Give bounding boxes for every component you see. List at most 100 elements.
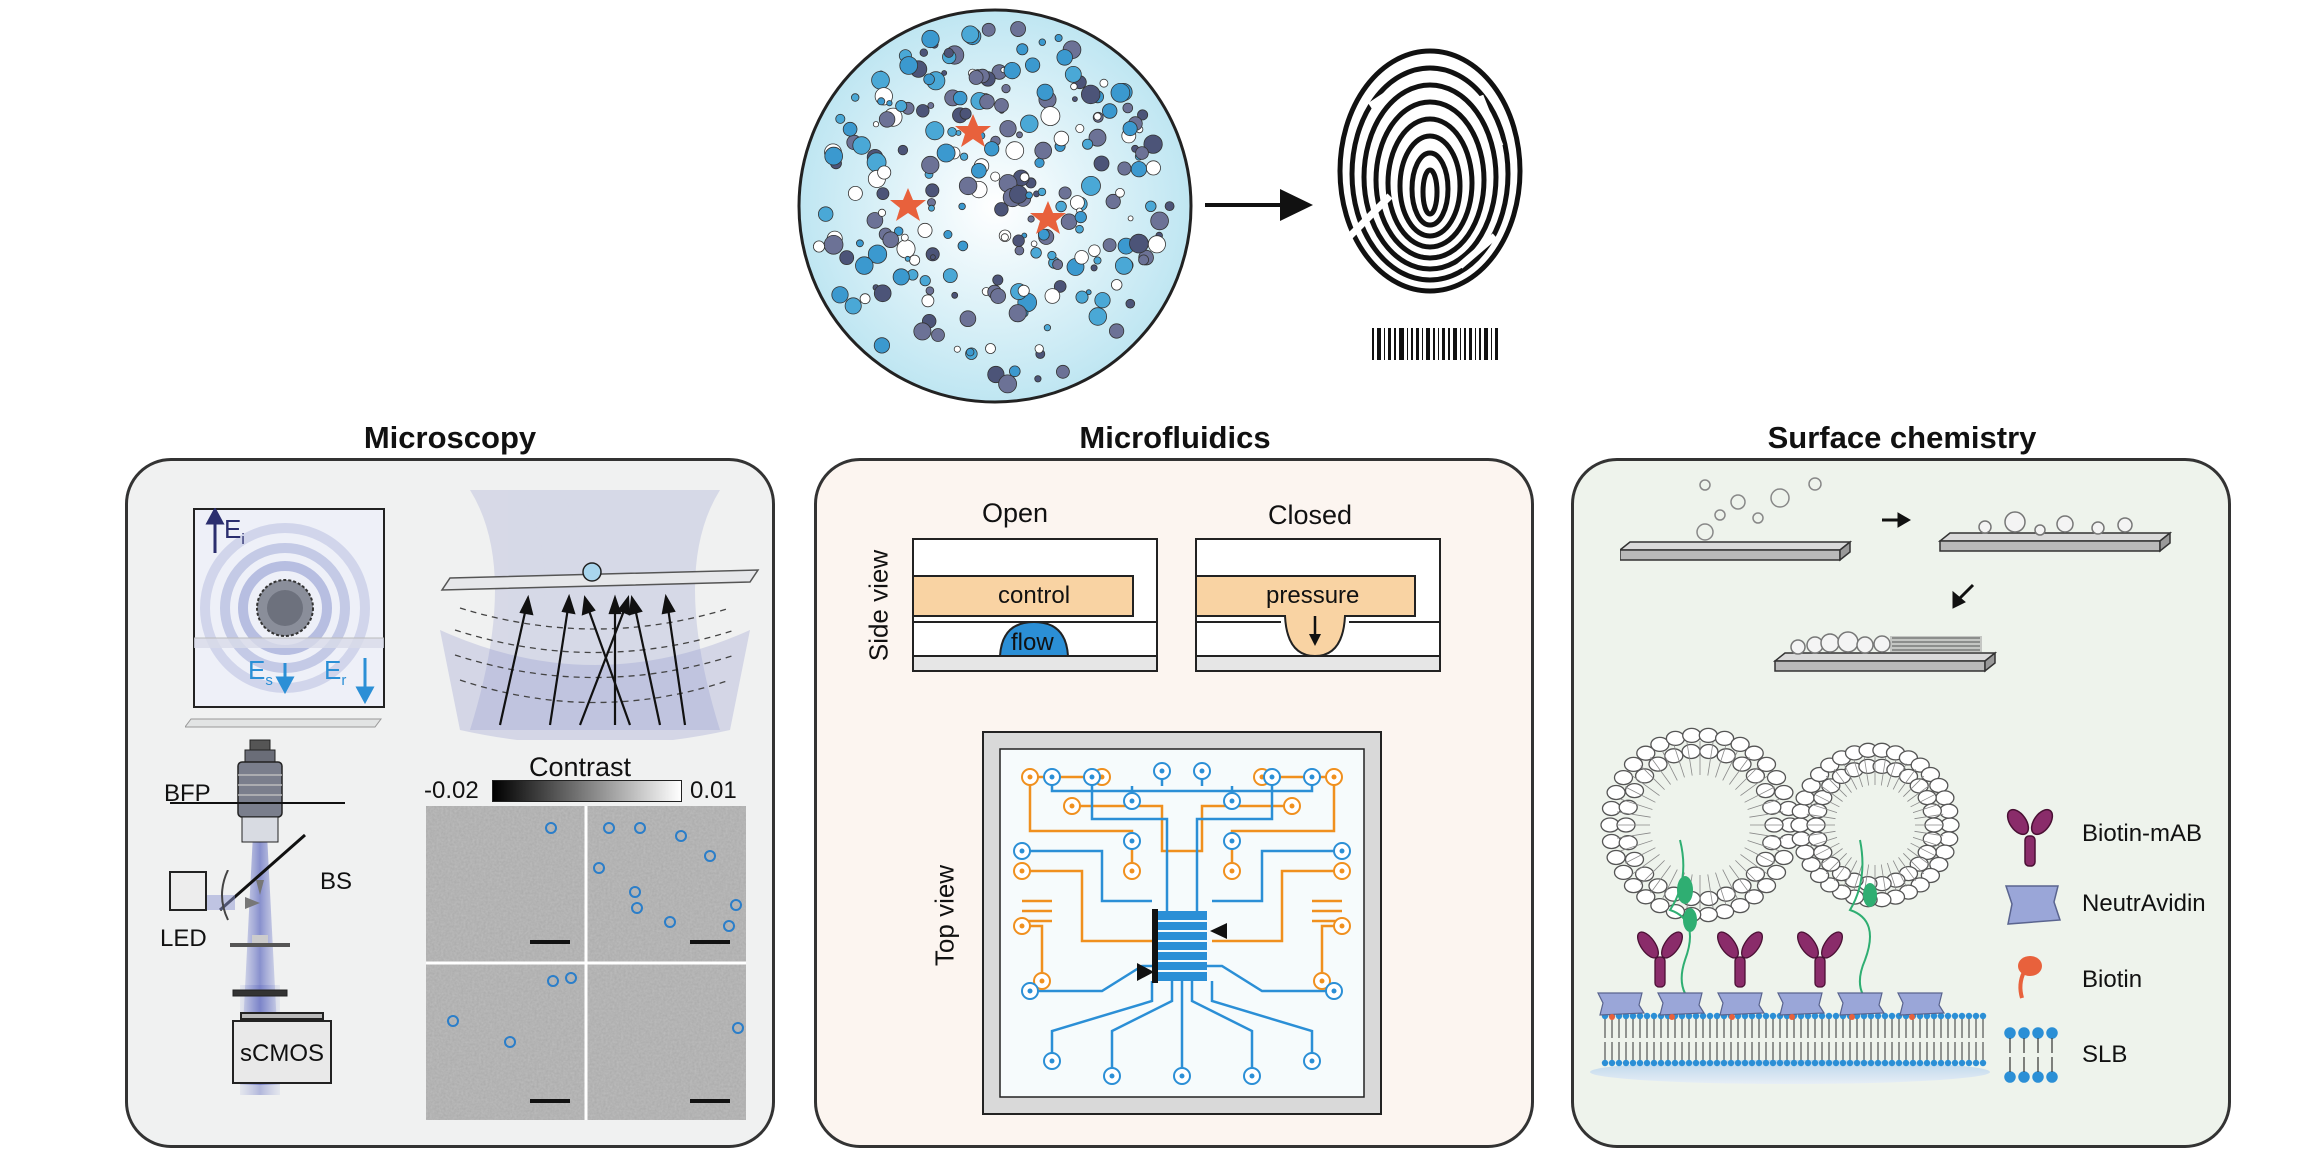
lipid-vesicle-head (1732, 878, 1752, 894)
particle (1037, 187, 1047, 197)
particle (1025, 57, 1041, 73)
particle (961, 25, 980, 44)
particle (1030, 247, 1042, 259)
particle (990, 171, 1001, 182)
lipid-head (1944, 1012, 1952, 1020)
lipid-tail (1631, 854, 1660, 875)
microfluidics-title: Microfluidics (1079, 420, 1271, 455)
particle (931, 328, 945, 342)
particle (1040, 106, 1061, 126)
particle (1088, 307, 1108, 326)
particle (925, 247, 940, 262)
lipid-head (1853, 1059, 1861, 1067)
lipid-head (1937, 1059, 1945, 1067)
lipid-tail (1673, 744, 1685, 778)
particle (1060, 213, 1078, 230)
lipid-vesicle-head (1791, 831, 1811, 847)
lipid-vesicle-head (1756, 756, 1777, 773)
lipid-head (1958, 1059, 1966, 1067)
particle (856, 239, 864, 248)
lipid-head (1874, 1059, 1882, 1067)
barcode-bar (1422, 328, 1423, 360)
lipid-head (1860, 1059, 1868, 1067)
legend-antibody-icon (2006, 808, 2054, 867)
particle (831, 286, 849, 304)
lipid-tail (1887, 862, 1897, 891)
lipid-head (1923, 1059, 1931, 1067)
lipid-head (1979, 1012, 1987, 1020)
barcode-bar (1448, 328, 1450, 360)
lipid-head (1930, 1059, 1938, 1067)
particle (1010, 21, 1027, 37)
particle (1020, 114, 1039, 134)
lipid-head (1643, 1059, 1651, 1067)
particle (1075, 124, 1085, 134)
lipid-vesicle-head (1698, 727, 1718, 744)
particle (927, 102, 935, 109)
barcode-bar (1426, 328, 1430, 360)
lipid-head (1825, 1012, 1833, 1020)
lipid-head (1657, 1059, 1665, 1067)
chip-port-center (1069, 803, 1075, 809)
lipid-vesicle-head (1730, 897, 1750, 914)
lipid-tail (1735, 765, 1760, 790)
particle (917, 222, 933, 238)
lipid-head (1818, 1012, 1826, 1020)
particle (921, 29, 940, 49)
lipid-head (1762, 1012, 1770, 1020)
lipid-tail (1735, 860, 1760, 885)
particle (923, 73, 935, 86)
particle (965, 348, 975, 357)
chip-port-center (1339, 868, 1345, 874)
particle (877, 165, 892, 180)
particle (1036, 83, 1054, 101)
label-pressure: pressure (1266, 582, 1360, 609)
label-e-r: Er (324, 655, 347, 690)
particle (1056, 49, 1073, 66)
lipid-head (1769, 1012, 1777, 1020)
particle (1055, 200, 1067, 213)
particle (1115, 188, 1125, 198)
particle (943, 229, 953, 239)
lipid-head (1601, 1059, 1609, 1067)
particle (1099, 78, 1109, 88)
particle (913, 322, 932, 341)
legend-label-biotin-mab: Biotin-mAB (2082, 820, 2203, 847)
particle (960, 152, 969, 161)
lipid-vesicle-head (1623, 756, 1644, 773)
lipid-tail (1892, 763, 1907, 790)
camera-label: sCMOS (240, 1040, 324, 1067)
scattering-inset (193, 508, 385, 708)
particle (878, 111, 896, 128)
particle (1074, 211, 1087, 224)
particle (1053, 280, 1067, 293)
lipid-vesicle-head (1601, 833, 1622, 850)
lipid-vesicle-head (1762, 835, 1782, 851)
lipid-vesicle-head (1624, 782, 1645, 799)
barcode-bar (1411, 328, 1413, 360)
lipid-tail (1715, 744, 1727, 778)
lipid-vesicle-head (1730, 736, 1750, 753)
camera-box: sCMOS (232, 1020, 332, 1084)
particle (866, 212, 884, 229)
chip-port-center (1199, 768, 1205, 774)
lipid-head (1622, 1059, 1630, 1067)
barcode-bar (1453, 328, 1457, 360)
barcode-bar (1475, 328, 1476, 360)
particle (994, 98, 1009, 113)
lipid-head (1979, 1059, 1987, 1067)
particle (842, 121, 858, 137)
particle (1055, 364, 1070, 379)
barcode-bar (1388, 328, 1391, 360)
lipid-vesicle-head (1613, 769, 1634, 786)
particle (1088, 244, 1101, 257)
lipid-head (1748, 1012, 1756, 1020)
lipid-tail (1722, 750, 1739, 781)
lipid-head (1664, 1059, 1672, 1067)
particle (878, 208, 887, 217)
particle (895, 100, 908, 113)
label-top-view: Top view (929, 864, 960, 967)
lipid-tail (1907, 848, 1932, 866)
chip-port-center (1339, 923, 1345, 929)
particle (925, 286, 935, 296)
